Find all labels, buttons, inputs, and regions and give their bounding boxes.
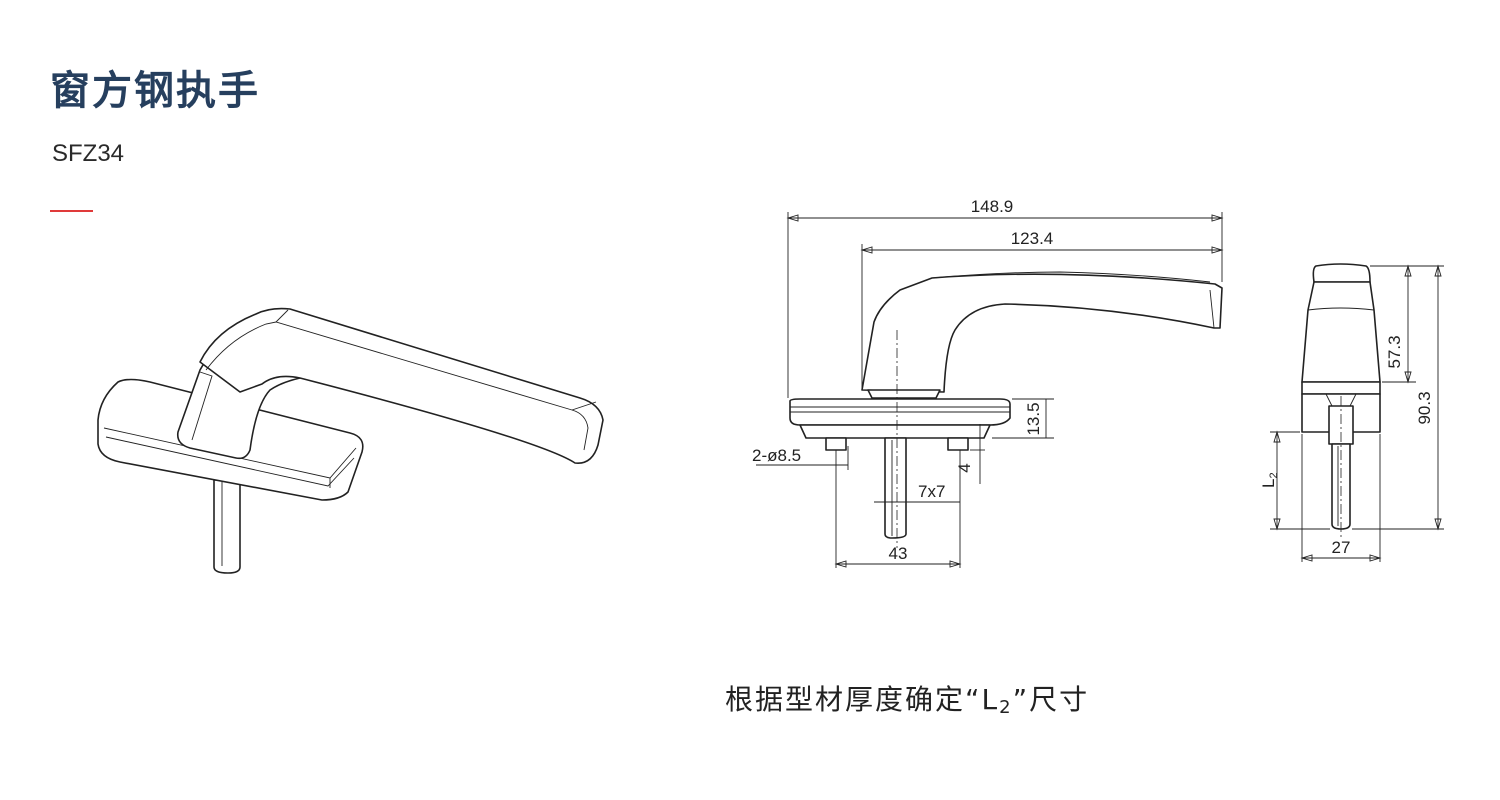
dim-hole-spacing: 43 [889,544,908,563]
product-title: 窗方钢执手 [50,68,260,114]
dim-handle-length: 123.4 [1011,229,1054,248]
dim-spindle-length: L2 [1259,472,1280,488]
dim-total-length: 148.9 [971,197,1014,216]
front-elevation: 148.9 123.4 13.5 4 2-ø8.5 7x7 43 [752,197,1224,568]
dim-spindle-size: 7x7 [918,482,945,501]
l2-note: 根据型材厚度确定“L2”尺寸 [725,683,1090,718]
dim-hole-spec: 2-ø8.5 [752,446,801,465]
side-elevation: 57.3 90.3 L2 27 [1259,263,1444,562]
handle-illustration [97,307,604,574]
accent-divider [50,210,93,212]
dim-base-height: 13.5 [1024,402,1043,435]
dim-side-width: 27 [1332,538,1351,557]
dim-pin-height: 4 [955,463,974,472]
dim-total-height: 90.3 [1415,391,1434,424]
model-number: SFZ34 [52,140,125,167]
dim-grip-height: 57.3 [1385,335,1404,368]
